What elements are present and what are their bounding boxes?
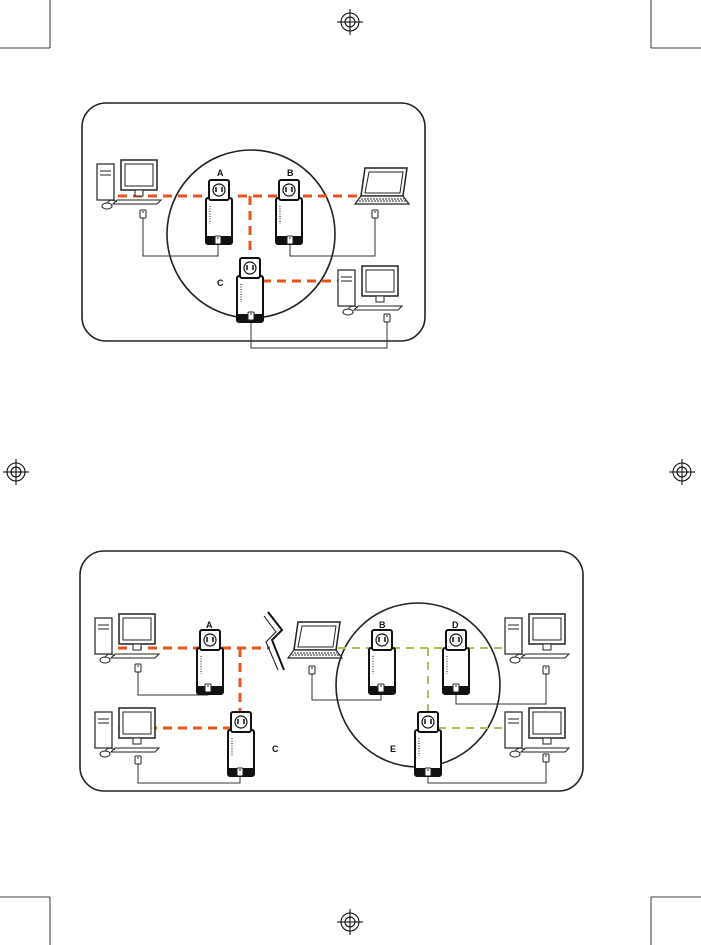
ethernet-plug-icon [287,236,293,244]
desktop-computer-icon [97,160,161,209]
ethernet-plug-icon [135,756,141,764]
registration-mark-icon [3,459,29,485]
diagram-2: A C B D E [80,551,583,791]
powerline-adapter-icon [276,180,302,244]
desktop-computer-icon [505,614,569,663]
ethernet-plug-icon [135,664,141,672]
label-adapter-c: C [272,744,279,754]
label-adapter-a: A [206,620,213,630]
ethernet-plug-icon [248,312,254,320]
desktop-computer-icon [95,708,159,757]
ethernet-plug-icon [372,210,378,218]
label-adapter-d: D [452,620,459,630]
label-adapter-a: A [217,168,224,178]
diagram-2-frame [80,551,583,791]
label-adapter-c: C [217,278,224,288]
desktop-computer-icon [338,266,402,315]
laptop-icon [288,622,342,658]
ethernet-plug-icon [309,666,315,674]
ethernet-plug-icon [425,768,431,776]
powerline-adapter-icon [415,712,441,776]
desktop-computer-icon [95,614,159,663]
powerline-adapter-icon [206,180,232,244]
label-adapter-e: E [390,744,396,754]
registration-mark-icon [669,459,695,485]
diagram-1: A B C [82,103,425,348]
ethernet-plug-icon [215,236,221,244]
ethernet-plug-icon [205,684,211,692]
lightning-break-icon [264,616,278,670]
ethernet-plug-icon [378,684,384,692]
laptop-icon [355,168,409,204]
label-adapter-b: B [287,168,294,178]
desktop-computer-icon [505,708,569,757]
registration-mark-icon [337,909,363,935]
lightning-break-icon [268,612,284,670]
ethernet-plug-icon [237,768,243,776]
registration-mark-icon [337,9,363,35]
ethernet-plug-icon [140,210,146,218]
label-adapter-b: B [379,620,386,630]
ethernet-plug-icon [384,314,390,322]
ethernet-plug-icon [453,684,459,692]
ethernet-plug-icon [543,666,549,674]
powerline-adapter-icon [228,712,254,776]
ethernet-plug-icon [543,754,549,762]
